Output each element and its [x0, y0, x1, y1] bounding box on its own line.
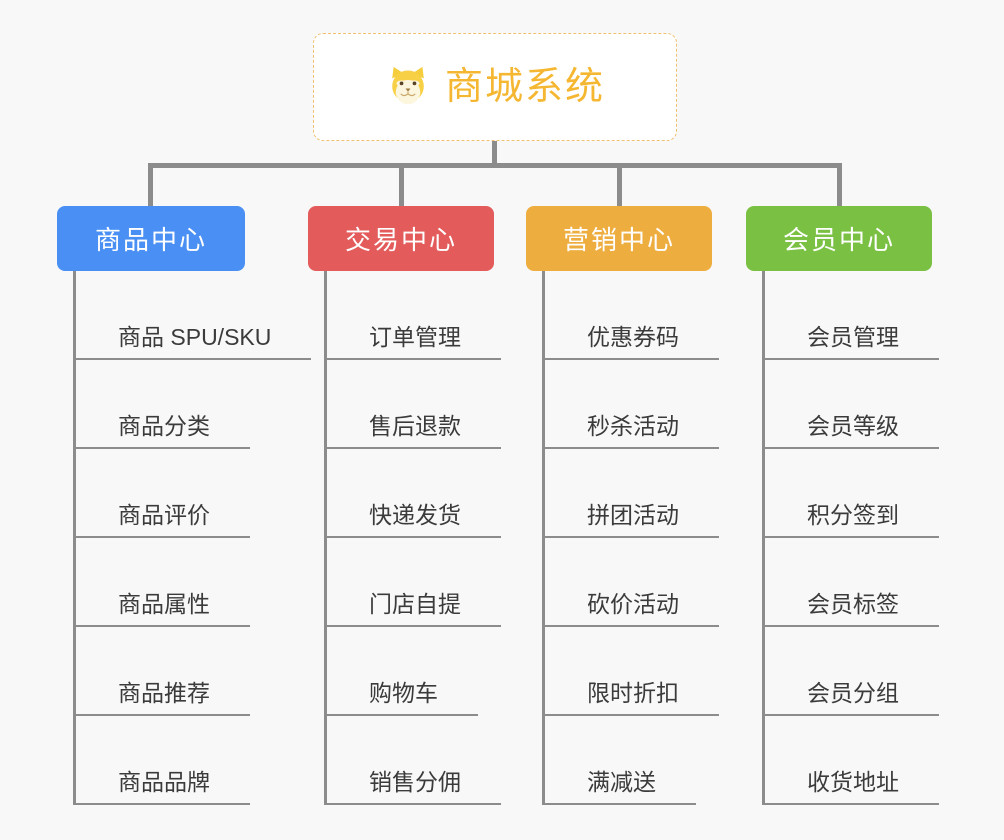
leaf-item[interactable]: 商品分类 [76, 360, 250, 449]
root-title: 商城系统 [444, 66, 605, 108]
leaf-item[interactable]: 会员等级 [765, 360, 939, 449]
branch-header-label: 营销中心 [562, 225, 675, 255]
leaf-label: 商品分类 [118, 412, 250, 449]
leaf-item[interactable]: 商品属性 [76, 538, 250, 627]
leaf-label: 会员等级 [807, 412, 939, 449]
leaf-label: 售后退款 [369, 412, 501, 449]
branch-header-label: 交易中心 [344, 225, 457, 255]
branch-header-trade-center[interactable]: 交易中心 [308, 206, 494, 271]
leaf-item[interactable]: 限时折扣 [545, 627, 719, 716]
leaf-label: 销售分佣 [369, 768, 501, 805]
leaf-label: 会员分组 [807, 679, 939, 716]
leaf-label: 优惠券码 [587, 323, 719, 360]
leaf-item[interactable]: 会员标签 [765, 538, 939, 627]
leaf-item[interactable]: 商品品牌 [76, 716, 250, 805]
branch-header-label: 商品中心 [94, 225, 207, 255]
leaf-label: 购物车 [369, 679, 478, 716]
leaf-label: 商品评价 [118, 501, 250, 538]
leaf-label: 门店自提 [369, 590, 501, 627]
connector-drop-marketing-center [617, 163, 622, 206]
leaf-label: 快递发货 [369, 501, 501, 538]
leaf-item[interactable]: 订单管理 [327, 271, 501, 360]
leaf-item[interactable]: 砍价活动 [545, 538, 719, 627]
leaf-label: 限时折扣 [587, 679, 719, 716]
connector-drop-product-center [148, 163, 153, 206]
leaf-label: 商品属性 [118, 590, 250, 627]
leaf-item[interactable]: 售后退款 [327, 360, 501, 449]
leaf-item[interactable]: 优惠券码 [545, 271, 719, 360]
leaf-label: 商品 SPU/SKU [118, 323, 312, 360]
leaf-item[interactable]: 会员分组 [765, 627, 939, 716]
connector-horizontal-bus [148, 163, 842, 168]
connector-root-stem [492, 141, 497, 168]
leaf-label: 订单管理 [369, 323, 501, 360]
leaf-label: 会员管理 [807, 323, 939, 360]
leaf-list-product-center: 商品 SPU/SKU 商品分类 商品评价 商品属性 商品推荐 商品品牌 [73, 271, 312, 805]
leaf-item[interactable]: 满减送 [545, 716, 712, 805]
leaf-label: 砍价活动 [587, 590, 719, 627]
leaf-item[interactable]: 秒杀活动 [545, 360, 719, 449]
leaf-item[interactable]: 积分签到 [765, 449, 939, 538]
connector-drop-member-center [837, 163, 842, 206]
leaf-item[interactable]: 销售分佣 [327, 716, 501, 805]
leaf-list-trade-center: 订单管理 售后退款 快递发货 门店自提 购物车 销售分佣 [324, 271, 501, 805]
leaf-item[interactable]: 快递发货 [327, 449, 501, 538]
branch-header-marketing-center[interactable]: 营销中心 [526, 206, 712, 271]
leaf-item[interactable]: 收货地址 [765, 716, 939, 805]
leaf-list-marketing-center: 优惠券码 秒杀活动 拼团活动 砍价活动 限时折扣 满减送 [542, 271, 719, 805]
branch-trade-center: 交易中心 订单管理 售后退款 快递发货 门店自提 购物车 销售分佣 [308, 206, 501, 805]
branch-header-member-center[interactable]: 会员中心 [746, 206, 932, 271]
leaf-item[interactable]: 拼团活动 [545, 449, 719, 538]
leaf-item[interactable]: 门店自提 [327, 538, 501, 627]
connector-drop-trade-center [399, 163, 404, 206]
leaf-label: 秒杀活动 [587, 412, 719, 449]
branch-header-product-center[interactable]: 商品中心 [57, 206, 245, 271]
branch-marketing-center: 营销中心 优惠券码 秒杀活动 拼团活动 砍价活动 限时折扣 满减送 [526, 206, 719, 805]
branch-product-center: 商品中心 商品 SPU/SKU 商品分类 商品评价 商品属性 商品推荐 商品品牌 [57, 206, 312, 805]
leaf-item[interactable]: 商品 SPU/SKU [76, 271, 312, 360]
leaf-label: 拼团活动 [587, 501, 719, 538]
leaf-label: 收货地址 [807, 768, 939, 805]
root-node-mall-system[interactable]: 商城系统 [313, 33, 677, 141]
branch-header-label: 会员中心 [782, 225, 895, 255]
leaf-item[interactable]: 商品评价 [76, 449, 250, 538]
branch-member-center: 会员中心 会员管理 会员等级 积分签到 会员标签 会员分组 收货地址 [746, 206, 939, 805]
shiba-dog-icon [392, 66, 424, 105]
leaf-label: 会员标签 [807, 590, 939, 627]
leaf-item[interactable]: 商品推荐 [76, 627, 250, 716]
leaf-label: 商品品牌 [118, 768, 250, 805]
leaf-label: 积分签到 [807, 501, 939, 538]
leaf-item[interactable]: 购物车 [327, 627, 494, 716]
leaf-label: 满减送 [587, 768, 696, 805]
leaf-item[interactable]: 会员管理 [765, 271, 939, 360]
leaf-list-member-center: 会员管理 会员等级 积分签到 会员标签 会员分组 收货地址 [762, 271, 939, 805]
leaf-label: 商品推荐 [118, 679, 250, 716]
